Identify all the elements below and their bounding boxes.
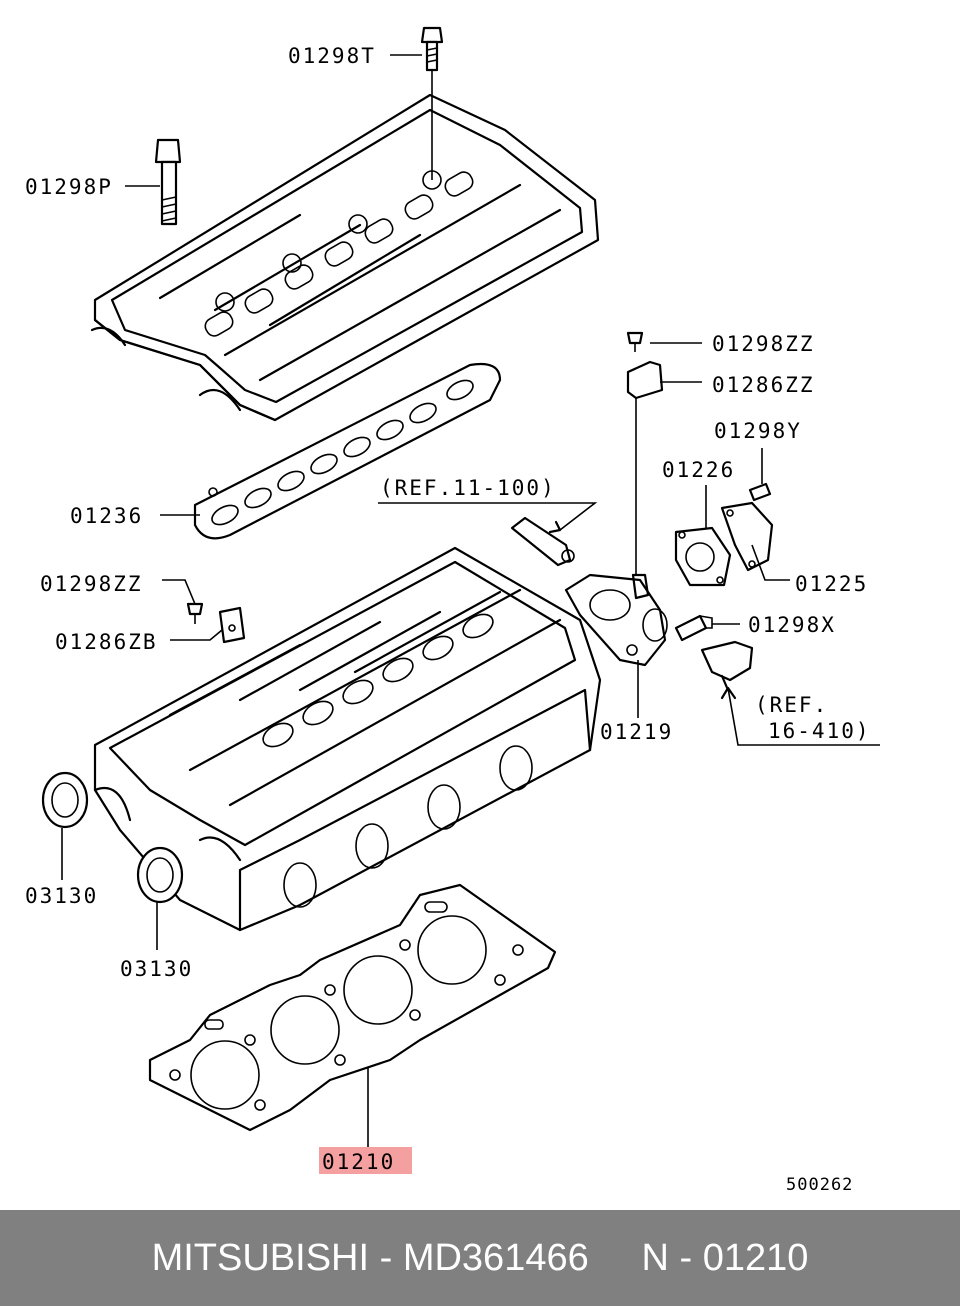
bracket-01286ZZ (626, 360, 664, 575)
gasket-01226 (674, 526, 732, 587)
bracket-01286ZB (186, 602, 246, 644)
oil-seal-03130-b (136, 846, 184, 904)
footer-bar: MITSUBISHI - MD361466 N - 01210 (0, 1210, 960, 1306)
bolt-01298Y (748, 482, 772, 502)
label-01236: 01236 (70, 504, 143, 528)
bolt-01298P (154, 138, 182, 226)
label-01298T: 01298T (288, 44, 376, 68)
label-01219: 01219 (600, 720, 673, 744)
leader-lines (61, 54, 880, 950)
label-03130-a: 03130 (25, 884, 98, 908)
label-01225: 01225 (795, 572, 868, 596)
label-01298ZZ-right: 01298ZZ (712, 332, 815, 356)
label-ref-16-410-line1: (REF. (755, 693, 828, 717)
label-ref-16-410-line2: 16-410) (768, 719, 871, 743)
bolt-01298ZZ-right (626, 331, 644, 352)
label-01286ZB: 01286ZB (55, 630, 158, 654)
diagram-number: 500262 (786, 1175, 853, 1195)
oil-seal-03130-a (41, 771, 89, 829)
gasket-01236 (193, 362, 502, 540)
parts-diagram: 01298T 01298P 01236 01298ZZ 01286ZB 0313… (25, 26, 880, 1195)
bolt-01298T (420, 26, 444, 180)
label-01298ZZ-left: 01298ZZ (40, 572, 143, 596)
label-01298Y: 01298Y (714, 419, 802, 443)
cylinder-head-drawing (93, 546, 602, 932)
thermostat-housing-01219 (564, 573, 668, 718)
bolt-01298X (674, 614, 713, 642)
footer-text: MITSUBISHI - MD361466 N - 01210 (151, 1236, 809, 1279)
highlight-box (319, 1147, 412, 1174)
sensor-ref-16-410 (700, 640, 754, 692)
valve-cover-drawing (90, 93, 600, 422)
label-ref-11-100: (REF.11-100) (380, 476, 556, 500)
label-01286ZZ: 01286ZZ (712, 373, 815, 397)
cover-01225 (720, 501, 774, 572)
label-01226: 01226 (662, 458, 735, 482)
label-03130-b: 03130 (120, 957, 193, 981)
label-01298P: 01298P (25, 175, 113, 199)
label-01298X: 01298X (748, 613, 836, 637)
label-01210: 01210 (322, 1150, 395, 1174)
sensor-ref-11-100 (510, 516, 575, 567)
head-gasket-01210 (148, 883, 557, 1148)
